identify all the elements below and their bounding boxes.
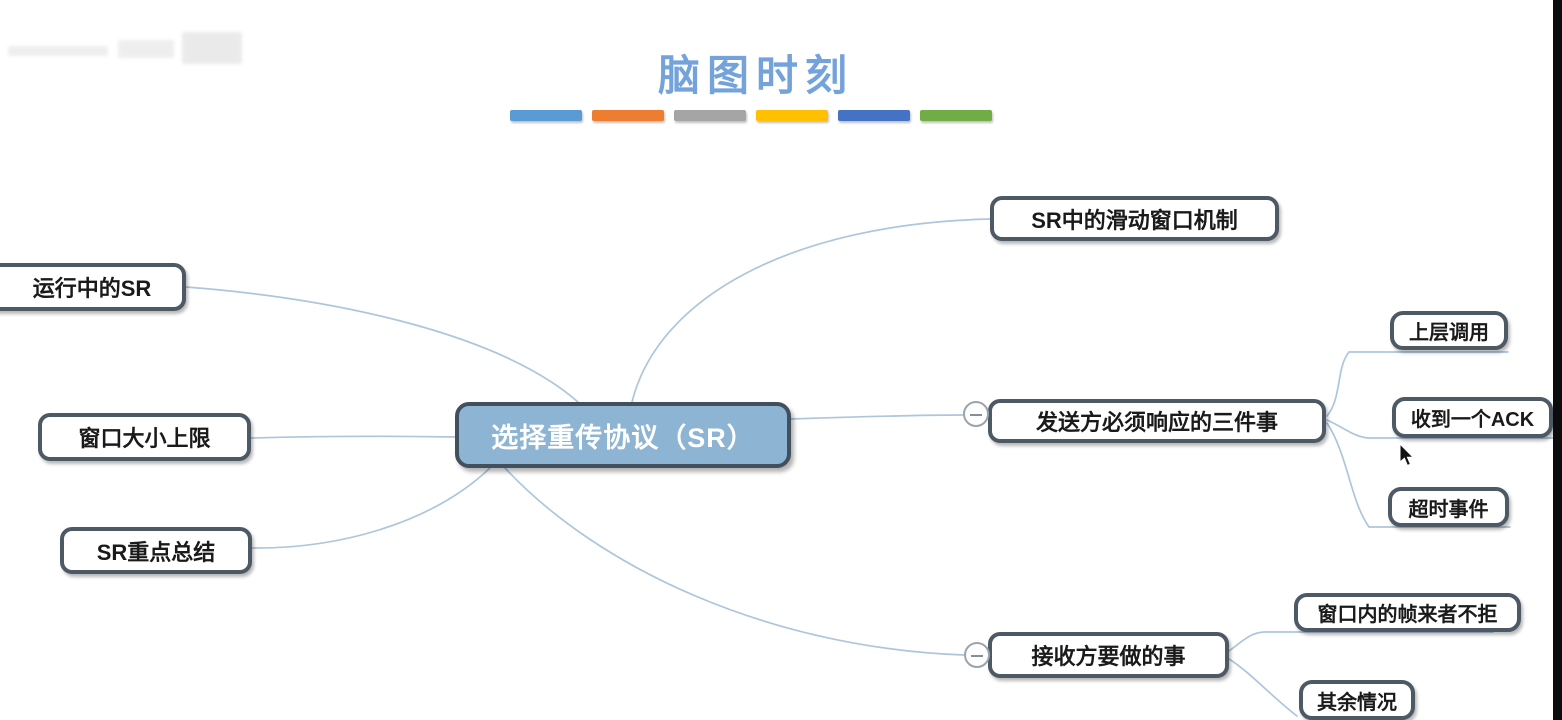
connector-receiver (504, 467, 965, 656)
leaf-node-timeout-event[interactable]: 超时事件 (1388, 487, 1509, 527)
mouse-cursor-icon (1399, 444, 1415, 467)
decor-bar (838, 110, 910, 121)
branch-node-sender-events[interactable]: 发送方必须响应的三件事 (988, 399, 1326, 443)
connector-window-limit (250, 435, 457, 439)
connector-sender (789, 414, 964, 420)
page-title: 脑图时刻 (658, 51, 855, 100)
connector-running-sr (185, 286, 579, 403)
branch-node-running-sr[interactable]: 运行中的SR (0, 263, 186, 311)
watermark-fragment (182, 32, 242, 64)
branch-node-sliding-window[interactable]: SR中的滑动窗口机制 (990, 196, 1279, 241)
decor-bar (510, 110, 582, 121)
decor-bar (674, 110, 746, 121)
branch-node-receiver-tasks[interactable]: 接收方要做的事 (988, 632, 1229, 678)
root-node[interactable]: 选择重传协议（SR） (455, 402, 791, 468)
decor-bar (592, 110, 664, 121)
collapse-minus-icon[interactable] (963, 401, 989, 427)
branch-node-sr-summary[interactable]: SR重点总结 (60, 527, 252, 574)
collapse-minus-icon[interactable] (964, 642, 990, 668)
leaf-node-receive-ack[interactable]: 收到一个ACK (1392, 397, 1553, 438)
connector-sliding-window (631, 218, 991, 403)
decor-bar (756, 110, 828, 121)
leaf-node-frames-in-window[interactable]: 窗口内的帧来者不拒 (1294, 593, 1521, 632)
connector-sr-summary (251, 467, 491, 549)
screen-edge-bar (1553, 0, 1562, 720)
decor-bars (510, 110, 992, 121)
watermark-fragment (8, 46, 108, 56)
connector-frames (1228, 631, 1494, 652)
connector-other (1228, 658, 1298, 717)
watermark-fragment (118, 40, 174, 58)
leaf-node-upper-layer-call[interactable]: 上层调用 (1390, 311, 1508, 350)
branch-node-window-limit[interactable]: 窗口大小上限 (38, 413, 251, 461)
decor-bar (920, 110, 992, 121)
leaf-node-other-cases[interactable]: 其余情况 (1299, 680, 1415, 720)
